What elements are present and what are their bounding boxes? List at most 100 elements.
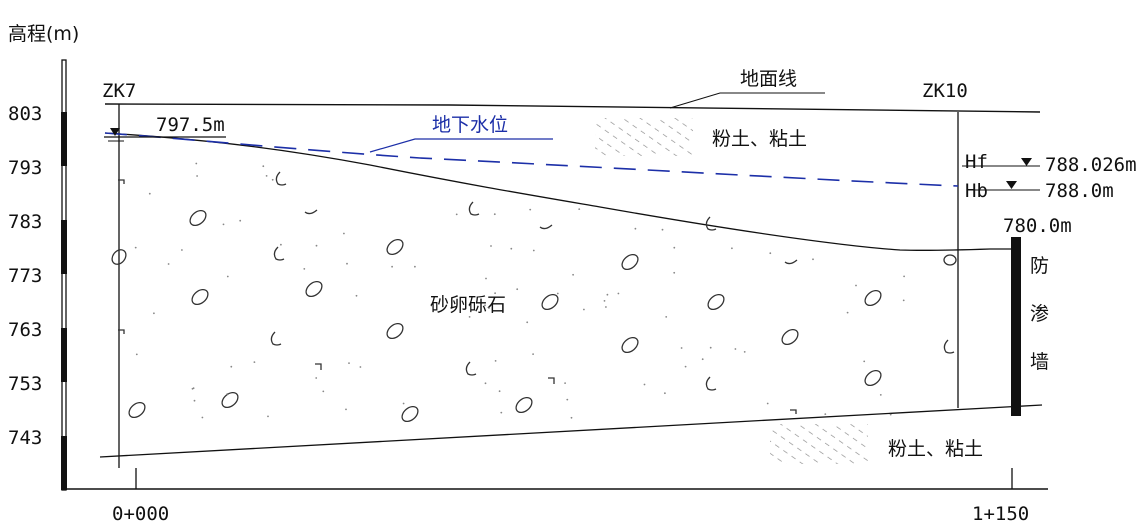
gravel-speckles	[134, 162, 905, 419]
speckle	[903, 275, 905, 278]
speckle	[355, 294, 358, 297]
speckle	[743, 351, 746, 353]
speckle	[267, 415, 269, 418]
speckle	[153, 312, 155, 315]
speckle	[570, 416, 573, 419]
pebble-icon	[864, 289, 882, 307]
speckle	[661, 228, 664, 231]
elev-753: 753	[8, 373, 42, 395]
hf-symbol: Hf	[965, 151, 988, 173]
speckle	[359, 366, 362, 368]
chip-icon	[304, 209, 318, 215]
speckle	[532, 353, 534, 355]
pebble-icon	[191, 288, 209, 306]
speckle	[516, 288, 519, 291]
speckle	[222, 223, 225, 226]
pebble-icon	[221, 391, 239, 409]
speckle	[902, 299, 905, 302]
hb-value: 788.0m	[1045, 180, 1114, 202]
pebble-icon	[128, 401, 146, 419]
ground-surface-line	[104, 103, 1041, 113]
speckle	[643, 383, 646, 386]
wall-name-char-1: 防	[1030, 255, 1049, 277]
speckle	[135, 353, 138, 356]
chip-icon	[118, 329, 125, 334]
speckle	[167, 263, 170, 265]
speckle	[148, 192, 151, 195]
pebble-icon	[707, 293, 725, 311]
hf-value: 788.026m	[1045, 154, 1137, 176]
station-start-label: 0+000	[112, 503, 169, 525]
groundwater-leader	[369, 138, 553, 153]
pebble-icon	[781, 328, 799, 346]
speckle	[494, 292, 496, 295]
speckle	[226, 393, 229, 395]
gravel-pebble-symbols	[111, 209, 957, 423]
speckle	[634, 227, 637, 230]
gravel-top-boundary	[104, 132, 1015, 252]
speckle	[134, 246, 137, 249]
elev-793: 793	[8, 157, 42, 179]
ground-line-label: 地面线	[740, 68, 797, 90]
chip-icon	[468, 201, 480, 216]
elev-803: 803	[8, 103, 42, 125]
chip-icon	[270, 331, 282, 346]
speckle	[673, 246, 676, 249]
speckle	[879, 394, 882, 396]
pebble-icon	[189, 209, 207, 227]
speckle	[665, 316, 668, 318]
pebble-icon	[943, 254, 957, 266]
y-axis-title: 高程(m)	[8, 23, 79, 45]
chip-icon	[465, 361, 477, 376]
pebble-icon	[864, 369, 882, 387]
speckle	[322, 390, 325, 393]
borehole-zk10-label: ZK10	[922, 80, 968, 102]
speckle	[484, 382, 487, 385]
water-level-marker-left	[110, 128, 120, 136]
silt-clay-hatch-top	[595, 118, 693, 156]
chip-icon	[705, 216, 717, 231]
speckle	[262, 165, 265, 168]
speckle	[195, 162, 198, 165]
speckle	[271, 178, 274, 181]
speckle	[181, 249, 183, 251]
speckle	[863, 360, 866, 363]
gravel-bottom-boundary	[99, 404, 1043, 458]
hb-symbol: Hb	[965, 180, 988, 202]
elevation-scale	[61, 59, 67, 491]
speckle	[824, 413, 827, 415]
water-level-left-label: 797.5m	[156, 114, 225, 136]
wall-name-char-2: 渗	[1030, 303, 1049, 325]
speckle	[572, 273, 574, 276]
speckle	[201, 416, 204, 419]
hf-marker-icon	[1021, 158, 1032, 166]
wall-name-char-3: 墙	[1030, 351, 1049, 373]
groundwater-label: 地下水位	[432, 114, 508, 136]
speckle	[226, 275, 229, 278]
speckle	[303, 268, 306, 270]
speckle	[566, 398, 569, 401]
pebble-icon	[401, 405, 419, 423]
gravel-chip-symbols	[118, 171, 955, 414]
gravel-label: 砂卵砾石	[430, 294, 506, 316]
speckle	[510, 247, 513, 250]
speckle	[490, 245, 492, 247]
speckle	[664, 392, 666, 395]
speckle	[485, 277, 487, 280]
chip-icon	[943, 339, 955, 354]
chip-icon	[705, 376, 717, 391]
elevation-tick-labels: 803 793 783 773 763 753 743	[8, 103, 42, 449]
speckle	[414, 265, 416, 268]
hb-marker-icon	[1006, 181, 1017, 189]
speckle	[564, 382, 566, 384]
speckle	[734, 348, 737, 350]
ground-line-leader	[669, 92, 825, 109]
speckle	[484, 304, 486, 307]
speckle	[455, 213, 458, 216]
speckle	[529, 208, 532, 211]
station-end-label: 1+150	[972, 503, 1029, 525]
chip-icon	[275, 171, 287, 186]
speckle	[500, 411, 503, 414]
speckle	[680, 347, 683, 349]
